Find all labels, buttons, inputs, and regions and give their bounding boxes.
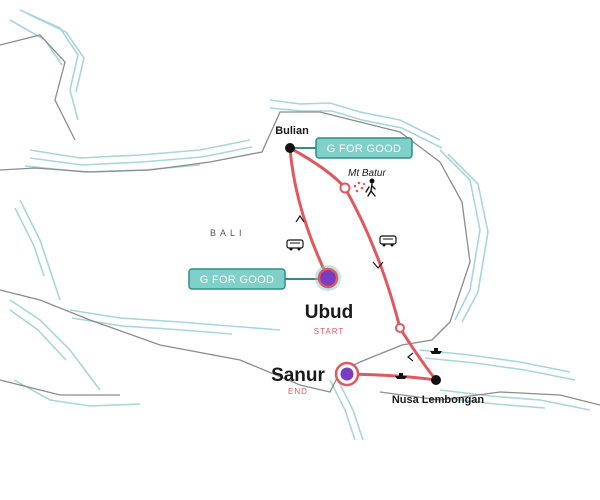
boat-icon (395, 373, 407, 379)
nusa-lembongan-marker (431, 375, 441, 385)
region-label: BALI (210, 228, 246, 238)
mt-batur-label: Mt Batur (348, 168, 386, 179)
ubud-start-label: START (314, 327, 344, 336)
volcano-icon (353, 181, 366, 193)
tag-label: G FOR GOOD (200, 274, 275, 286)
g-for-good-tag-top: G FOR GOOD (290, 137, 413, 159)
boat-icon (430, 348, 442, 354)
tag-label: G FOR GOOD (327, 143, 402, 155)
bus-icon (286, 239, 304, 251)
bus-icon (379, 235, 397, 247)
sanur-end-label: END (288, 387, 308, 396)
route-line (288, 146, 438, 382)
arrow-down-icon (372, 261, 384, 269)
mt-batur-marker (339, 182, 351, 194)
g-for-good-tag-left: G FOR GOOD (188, 268, 318, 290)
sanur-marker (340, 367, 354, 381)
sanur-label: Sanur (271, 365, 325, 386)
route-arrows (295, 214, 414, 362)
ubud-marker (317, 267, 339, 289)
bulian-label: Bulian (275, 125, 309, 137)
waypoint-marker (395, 323, 405, 333)
nusa-lembongan-label: Nusa Lembongan (392, 394, 485, 406)
bulian-marker (285, 143, 295, 153)
arrow-up-icon (295, 214, 305, 223)
ubud-label: Ubud (305, 302, 354, 323)
island-outline (0, 34, 600, 406)
arrow-left-icon (407, 352, 414, 362)
hiker-icon (365, 178, 376, 197)
